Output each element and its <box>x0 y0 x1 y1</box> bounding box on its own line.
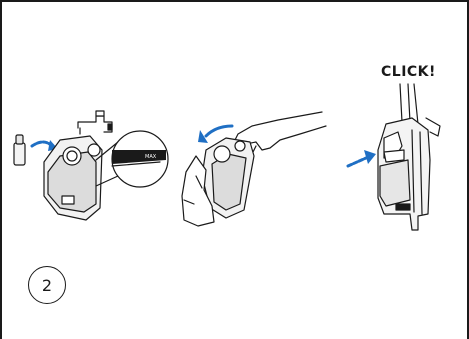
panel-fill <box>14 111 168 220</box>
panel-attach <box>348 84 440 230</box>
max-callout <box>96 131 168 187</box>
tap-icon <box>78 111 112 134</box>
unit-handle-icon <box>400 84 418 124</box>
cleaner-unit-icon <box>378 118 440 230</box>
max-label: MAX <box>145 154 157 160</box>
bottle-icon <box>14 135 25 165</box>
push-arrow-icon <box>348 150 376 166</box>
click-label: CLICK! <box>381 64 436 80</box>
panel-insert <box>182 112 326 226</box>
step-number: 2 <box>42 276 52 295</box>
step-number-badge: 2 <box>28 266 66 304</box>
